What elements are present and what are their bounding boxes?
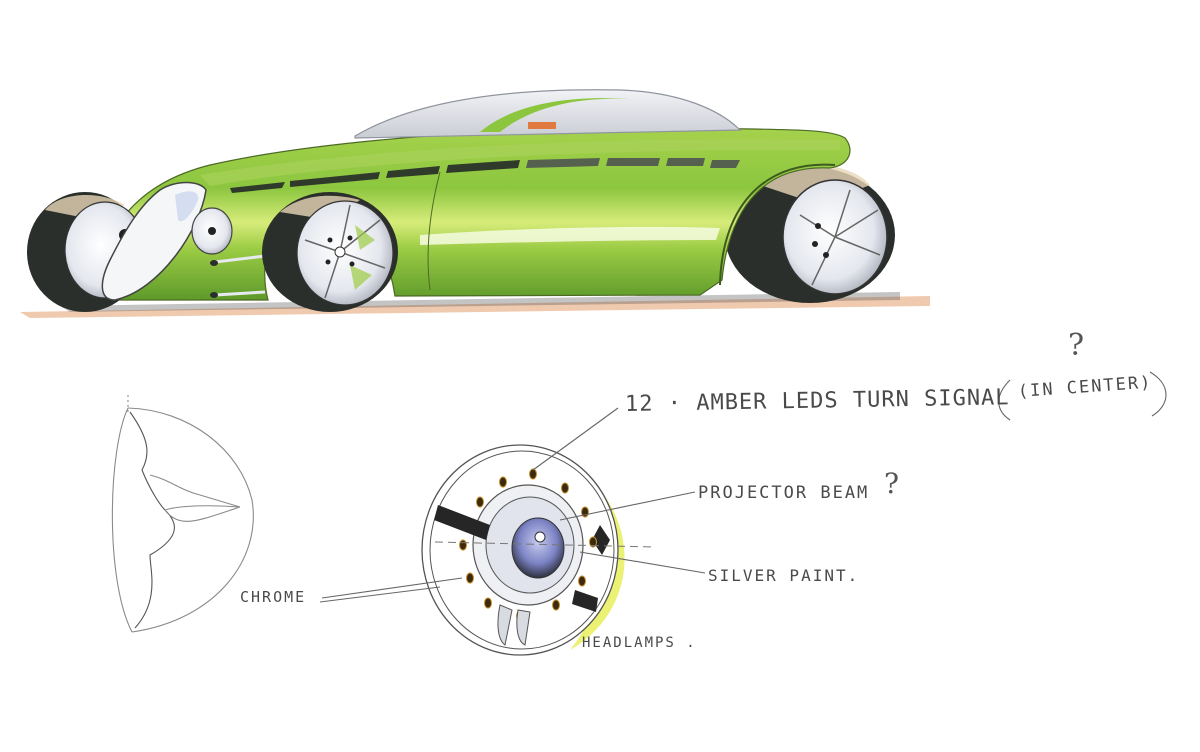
annotation-projector-question: ? (884, 467, 900, 500)
leader-lines (319, 371, 1167, 603)
front-right-wheel (262, 192, 398, 312)
annotation-question-top: ? (1068, 328, 1085, 363)
headlamp-profile-sketch (111, 395, 254, 633)
annotation-silver-paint: SILVER PAINT. (708, 566, 860, 585)
car-illustration (20, 89, 930, 318)
annotation-chrome: CHROME (240, 588, 307, 606)
rear-wheel (725, 163, 895, 303)
ground-shadow (20, 296, 930, 318)
annotation-headlamps: HEADLAMPS . (582, 635, 697, 651)
annotation-projector-beam: PROJECTOR BEAM (698, 483, 870, 503)
side-vents (230, 158, 740, 193)
canopy-glass (354, 89, 742, 139)
headlamp-front-sketch (421, 444, 656, 656)
projector-lens (511, 517, 565, 579)
